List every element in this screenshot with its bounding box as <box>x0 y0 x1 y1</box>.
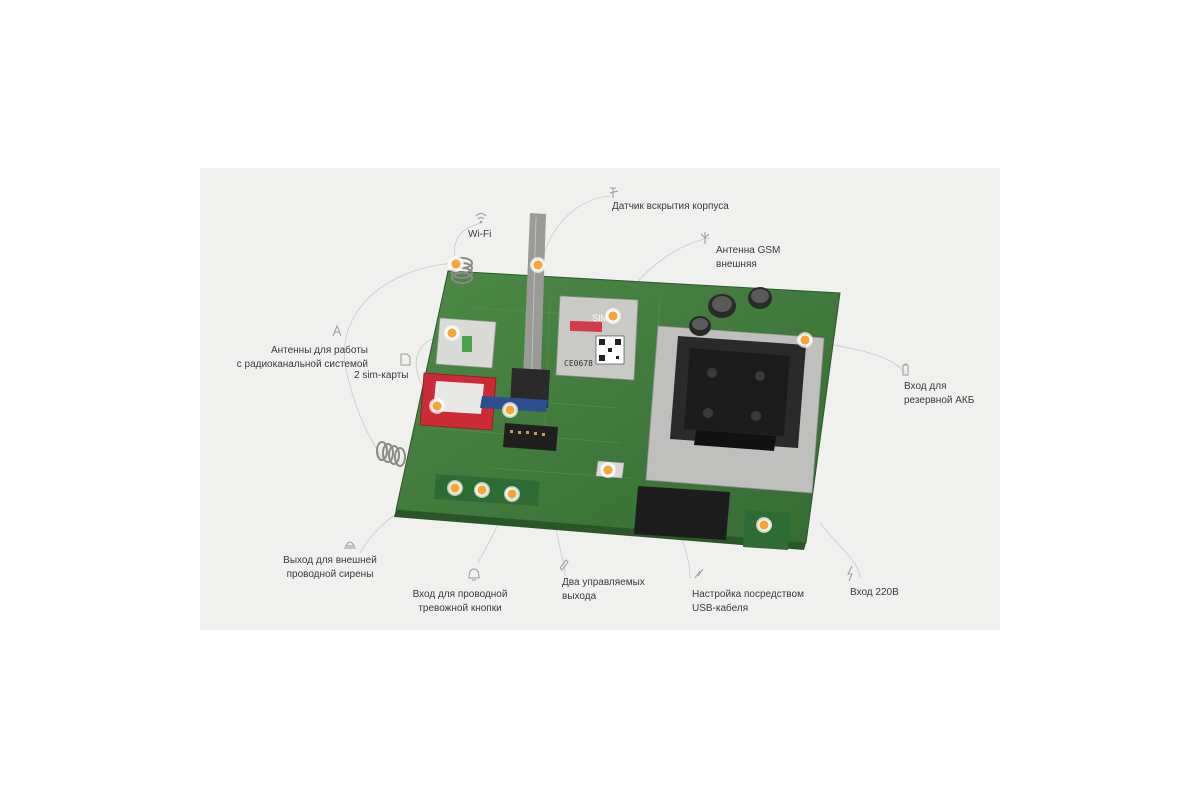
marker-output <box>504 486 520 502</box>
label-siren-output: Выход для внешней проводной сирены <box>283 555 377 580</box>
marker-wifi <box>530 257 546 273</box>
marker-gsm-antenna <box>605 308 621 324</box>
marker-helical-antenna <box>448 256 464 272</box>
gsm-module-brand: SIM <box>592 313 608 323</box>
pcb-diagram: SIM CE0678 <box>332 187 909 582</box>
callout-markers <box>429 256 813 533</box>
transformer <box>645 325 825 494</box>
marker-sim-top <box>444 325 460 341</box>
label-radio-antennas: Антенны для работы с радиоканальной сист… <box>236 345 368 370</box>
label-controlled-outputs: Два управляемых выхода <box>562 577 645 602</box>
antenna-icon <box>700 232 710 244</box>
battery-icon <box>902 363 909 376</box>
radio-tower-icon <box>332 324 342 337</box>
diagram-panel: SIM CE0678 <box>200 168 1000 630</box>
tamper-switch-icon <box>609 187 619 198</box>
label-backup-battery: Вход для резервной АКБ <box>904 381 975 406</box>
label-gsm-antenna: Антенна GSM внешняя <box>716 245 781 270</box>
helical-antenna-side <box>376 441 406 467</box>
label-alarm-button-input: Вход для проводной тревожной кнопки <box>412 589 508 614</box>
label-usb-setup: Настройка посредством USB-кабеля <box>692 589 804 614</box>
label-tamper: Датчик вскрытия корпуса <box>612 201 729 212</box>
label-wifi: Wi-Fi <box>468 229 492 240</box>
marker-siren <box>447 480 463 496</box>
marker-pin-header <box>502 402 518 418</box>
gsm-module: SIM CE0678 <box>555 295 639 381</box>
gsm-module-mark: CE0678 <box>564 359 593 368</box>
bell-icon <box>468 568 480 581</box>
usb-plug-icon <box>694 568 704 579</box>
marker-power <box>756 517 772 533</box>
marker-usb <box>600 462 616 478</box>
label-sim-cards: 2 sim-карты <box>354 370 409 381</box>
marker-battery <box>797 332 813 348</box>
label-power-input: Вход 220В <box>850 587 899 598</box>
pen-icon <box>559 559 569 571</box>
lightning-icon <box>847 565 853 582</box>
siren-icon <box>344 541 356 549</box>
black-connector <box>634 486 730 540</box>
capacitors <box>689 287 772 336</box>
sim-card-icon <box>400 353 411 366</box>
marker-alarm-button <box>474 482 490 498</box>
wifi-icon <box>475 213 487 224</box>
marker-sim-bottom <box>429 398 445 414</box>
